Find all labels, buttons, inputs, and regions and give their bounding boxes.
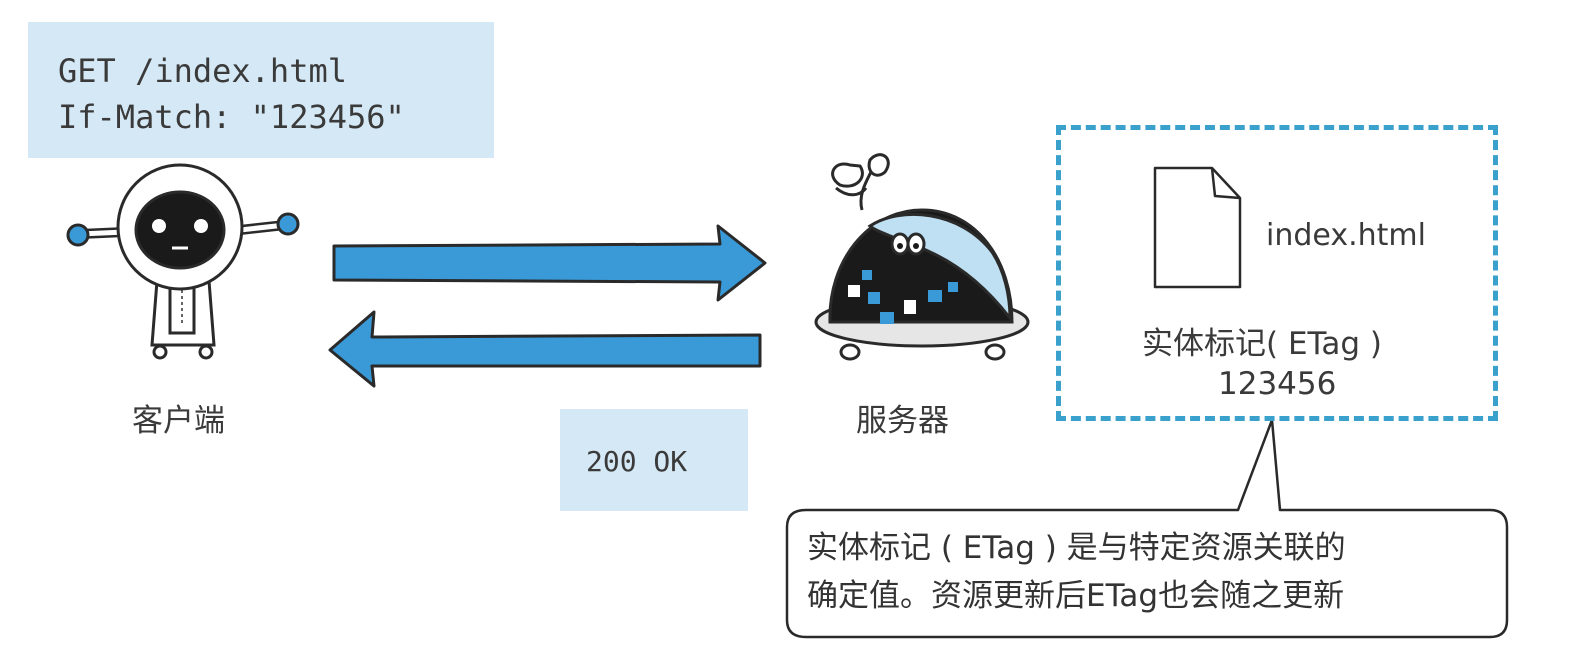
server-resource-box <box>1056 125 1498 421</box>
client-label: 客户端 <box>132 403 225 439</box>
response-box: 200 OK <box>560 409 748 511</box>
response-status: 200 OK <box>586 445 688 478</box>
etag-label: 实体标记( ETag ) <box>1142 326 1382 362</box>
resource-filename: index.html <box>1266 218 1426 253</box>
note-line-2: 确定值。资源更新后ETag也会随之更新 <box>807 578 1345 614</box>
request-line-header: If-Match: "123456" <box>58 98 405 136</box>
client-robot-icon <box>66 163 300 360</box>
request-arrow <box>332 224 767 302</box>
request-line-method: GET /index.html <box>58 52 347 90</box>
server-robot-icon <box>814 153 1030 361</box>
etag-note: 实体标记 ( ETag ) 是与特定资源关联的 确定值。资源更新后ETag也会随… <box>785 510 1507 637</box>
request-box: GET /index.html If-Match: "123456" <box>28 22 494 158</box>
server-label: 服务器 <box>856 403 949 439</box>
document-icon <box>1153 166 1242 289</box>
response-arrow <box>328 310 762 388</box>
note-bubble <box>785 418 1509 639</box>
note-line-1: 实体标记 ( ETag ) 是与特定资源关联的 <box>807 530 1346 566</box>
etag-value: 123456 <box>1218 366 1337 402</box>
